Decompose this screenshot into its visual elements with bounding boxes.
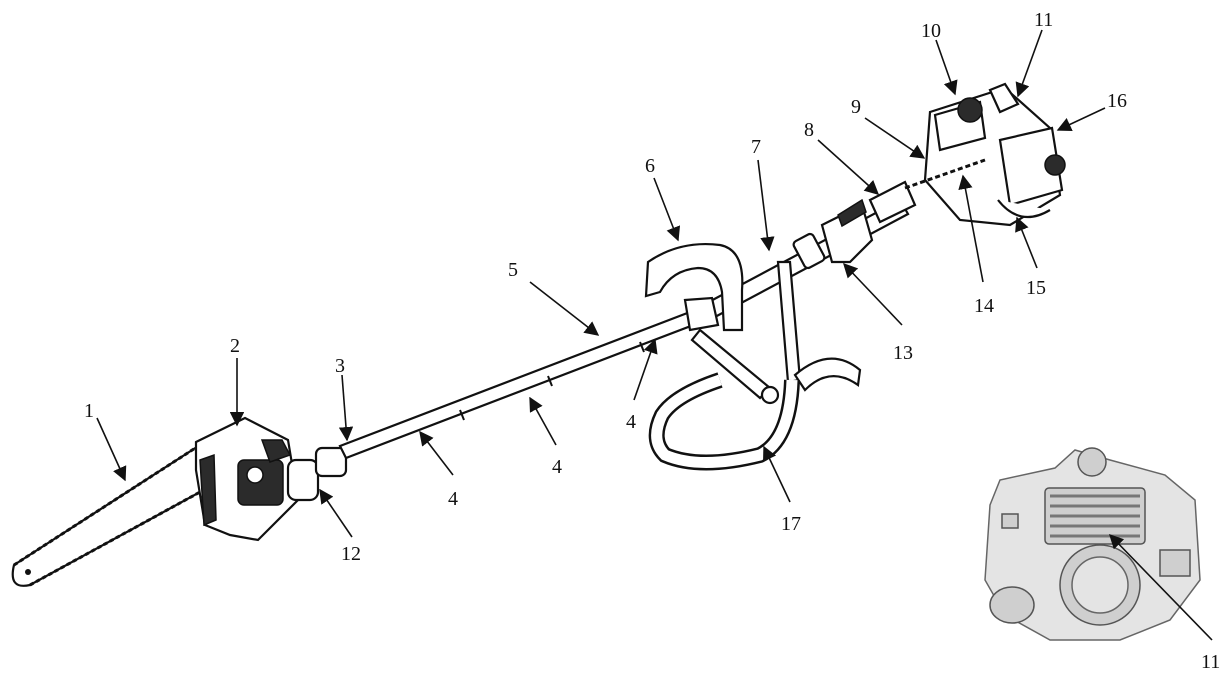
callout-4b: 4 — [552, 456, 562, 478]
callout-16: 16 — [1107, 90, 1127, 112]
callout-13: 13 — [893, 342, 913, 364]
callout-11-inset: 11 — [1201, 651, 1220, 673]
callout-10: 10 — [921, 20, 941, 42]
callout-3: 3 — [335, 355, 345, 377]
callout-12: 12 — [341, 543, 361, 565]
shoulder-harness — [648, 260, 862, 471]
callout-4c: 4 — [626, 411, 636, 433]
callout-9: 9 — [851, 96, 861, 118]
callout-5: 5 — [508, 259, 518, 281]
engine-unit — [904, 82, 1066, 227]
callout-8: 8 — [804, 119, 814, 141]
callout-11: 11 — [1034, 9, 1053, 31]
front-handle — [644, 243, 780, 405]
inset-engine-detail — [984, 447, 1201, 641]
guide-bar-and-chain — [11, 443, 224, 587]
throttle-handle — [792, 180, 917, 270]
extension-shaft — [338, 198, 910, 460]
saw-gear-head — [194, 416, 348, 542]
callout-4a: 4 — [448, 488, 458, 510]
callout-2: 2 — [230, 335, 240, 357]
leader-lines — [96, 29, 1213, 641]
callout-7: 7 — [751, 136, 761, 158]
callout-14: 14 — [974, 295, 994, 317]
callout-15: 15 — [1026, 277, 1046, 299]
callout-labels: 1 2 3 4 4 4 5 6 7 8 9 10 11 12 13 14 15 … — [84, 9, 1220, 673]
callout-1: 1 — [84, 400, 94, 422]
callout-6: 6 — [645, 155, 655, 177]
callout-17: 17 — [781, 513, 801, 535]
